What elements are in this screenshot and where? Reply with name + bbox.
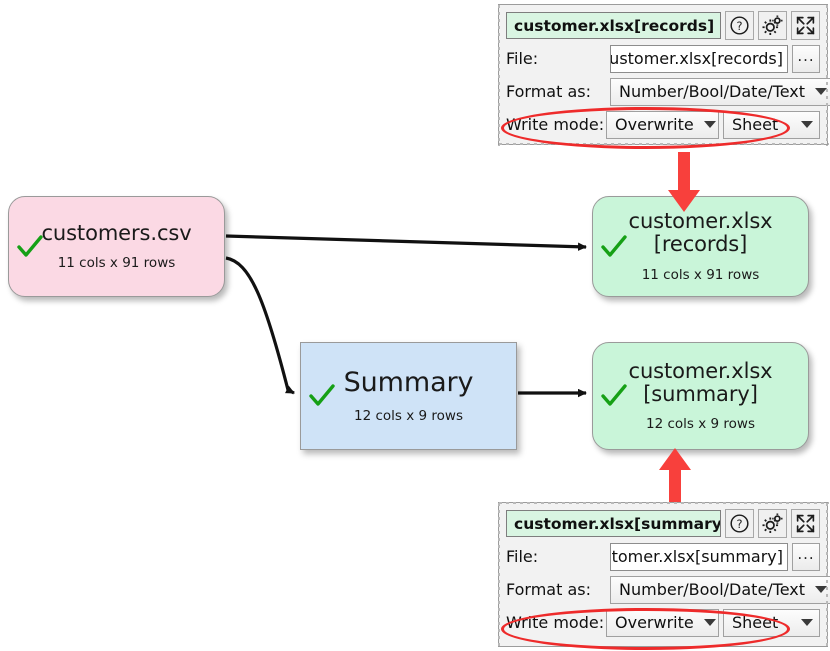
format-row: Format as: Number/Bool/Date/Text [506, 76, 830, 107]
write-mode-value: Overwrite [615, 613, 694, 632]
gear-icon[interactable] [758, 11, 787, 40]
write-target-value: Sheet [732, 115, 779, 134]
expand-icon[interactable] [791, 509, 820, 538]
write-mode-value: Overwrite [615, 115, 694, 134]
status-ok-check-icon [601, 384, 627, 406]
node-title-line2: [records] [653, 232, 748, 256]
write-mode-select[interactable]: Overwrite [606, 608, 719, 637]
format-row: Format as: Number/Bool/Date/Text [506, 574, 830, 605]
node-customer-xlsx-summary[interactable]: customer.xlsx [summary] 12 cols x 9 rows [592, 342, 809, 450]
panel-crop-edge-top [499, 502, 829, 504]
node-title: Summary [343, 366, 474, 398]
file-path-input[interactable]: op\customer.xlsx[records] [610, 44, 788, 73]
panel-crop-edge-right [826, 503, 828, 648]
format-as-label: Format as: [506, 580, 591, 599]
node-title: customers.csv [41, 220, 192, 245]
node-title: customer.xlsx [summary] [629, 360, 773, 405]
format-as-label: Format as: [506, 82, 591, 101]
write-mode-row: Write mode: Overwrite Sheet [506, 607, 820, 638]
format-as-value: Number/Bool/Date/Text [619, 580, 806, 599]
panel-header-row: customer.xlsx[records] ? [506, 10, 820, 41]
expand-icon-glyph [796, 16, 815, 35]
browse-button[interactable]: ... [792, 542, 820, 571]
help-icon[interactable]: ? [725, 11, 754, 40]
chevron-down-icon [703, 619, 716, 626]
format-as-value: Number/Bool/Date/Text [619, 82, 806, 101]
write-target-value: Sheet [732, 613, 779, 632]
help-icon[interactable]: ? [725, 509, 754, 538]
status-ok-check-icon [17, 234, 43, 257]
expand-icon-glyph [796, 514, 815, 533]
file-path-input[interactable]: \customer.xlsx[summary] [610, 542, 788, 571]
chevron-down-icon [801, 121, 813, 128]
node-subtitle: 11 cols x 91 rows [641, 266, 760, 283]
file-row: File: op\customer.xlsx[records] ... [506, 43, 820, 74]
panel-customer-xlsx-records[interactable]: customer.xlsx[records] ? [498, 4, 830, 146]
write-mode-label: Write mode: [506, 115, 605, 134]
svg-text:?: ? [736, 19, 742, 33]
node-title-line1: customer.xlsx [628, 209, 773, 234]
gear-icon[interactable] [758, 509, 787, 538]
file-label: File: [506, 49, 539, 68]
node-customer-xlsx-records[interactable]: customer.xlsx [records] 11 cols x 91 row… [592, 196, 809, 297]
panel-title-field[interactable]: customer.xlsx[summary] [506, 510, 721, 537]
file-label: File: [506, 547, 539, 566]
node-subtitle: 12 cols x 9 rows [354, 408, 463, 425]
gear-icon-glyph [762, 15, 783, 36]
chevron-down-icon [815, 88, 828, 95]
panel-crop-edge-right [826, 5, 828, 146]
format-as-select[interactable]: Number/Bool/Date/Text [610, 77, 830, 106]
panel-crop-edge-left [498, 5, 500, 146]
chevron-down-icon [815, 586, 828, 593]
write-target-select[interactable]: Sheet [723, 110, 820, 139]
svg-text:?: ? [736, 517, 742, 531]
node-subtitle: 12 cols x 9 rows [646, 416, 755, 433]
help-icon-glyph: ? [730, 514, 749, 533]
status-ok-check-icon [309, 384, 335, 406]
chevron-down-icon [801, 619, 813, 626]
file-row: File: \customer.xlsx[summary] ... [506, 541, 820, 572]
panel-title-field[interactable]: customer.xlsx[records] [506, 12, 721, 39]
write-mode-label: Write mode: [506, 613, 605, 632]
write-mode-select[interactable]: Overwrite [606, 110, 719, 139]
panel-header-row: customer.xlsx[summary] ? [506, 508, 820, 539]
write-target-select[interactable]: Sheet [723, 608, 820, 637]
write-mode-row: Write mode: Overwrite Sheet [506, 109, 820, 140]
callout-arrow-up-icon [659, 448, 691, 508]
node-summary[interactable]: Summary 12 cols x 9 rows [300, 342, 517, 450]
node-title: customer.xlsx [records] [629, 210, 773, 255]
panel-crop-edge-left [498, 503, 500, 648]
browse-button[interactable]: ... [792, 44, 820, 73]
node-title-line2: [summary] [643, 381, 758, 406]
chevron-down-icon [703, 121, 716, 128]
panel-customer-xlsx-summary[interactable]: customer.xlsx[summary] ? [498, 502, 830, 648]
format-as-select[interactable]: Number/Bool/Date/Text [610, 575, 830, 604]
expand-icon[interactable] [791, 11, 820, 40]
node-subtitle: 11 cols x 91 rows [57, 255, 176, 272]
node-title-line1: customer.xlsx [628, 358, 773, 383]
panel-crop-edge-bottom [499, 143, 829, 145]
gear-icon-glyph [762, 513, 783, 534]
status-ok-check-icon [601, 234, 627, 257]
help-icon-glyph: ? [730, 16, 749, 35]
node-customers-csv[interactable]: customers.csv 11 cols x 91 rows [8, 196, 225, 297]
